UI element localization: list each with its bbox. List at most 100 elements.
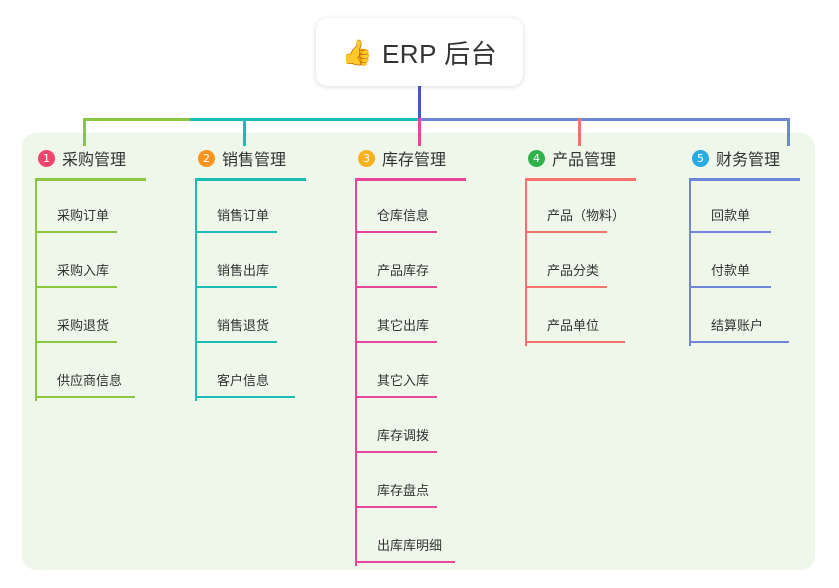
leaf-node-underline	[525, 286, 607, 288]
leaf-node[interactable]: 产品单位	[525, 291, 664, 346]
drop-line-col2	[243, 118, 246, 146]
branch-header-label: 销售管理	[222, 152, 287, 169]
leaf-node[interactable]: 产品（物料）	[525, 181, 664, 236]
leaf-node[interactable]: 采购订单	[35, 181, 174, 236]
leaf-node-underline	[355, 451, 437, 453]
leaf-node-label: 客户信息	[217, 373, 270, 388]
leaf-node-label: 产品库存	[377, 263, 430, 278]
leaf-node[interactable]: 采购退货	[35, 291, 174, 346]
leaf-node-underline	[355, 506, 437, 508]
branch-header-underline	[35, 178, 146, 181]
leaf-node-underline	[689, 286, 771, 288]
leaf-node[interactable]: 其它出库	[355, 291, 494, 346]
leaf-node[interactable]: 产品库存	[355, 236, 494, 291]
drop-line-col4	[578, 118, 581, 146]
leaf-node-label: 库存调拨	[377, 428, 430, 443]
leaf-node[interactable]: 出库库明细	[355, 511, 494, 566]
leaf-node-underline	[35, 231, 117, 233]
branch-header-财务管理[interactable]: 5 财务管理	[676, 146, 828, 170]
diagram-background-panel	[22, 133, 815, 570]
branch-header-underline	[689, 178, 800, 181]
leaf-node-underline	[195, 396, 295, 398]
leaf-node-label: 回款单	[711, 208, 751, 223]
branch-header-underline	[355, 178, 466, 181]
leaf-node-underline	[195, 341, 277, 343]
leaf-node[interactable]: 采购入库	[35, 236, 174, 291]
branch-item-list: 销售订单销售出库销售退货客户信息	[195, 181, 334, 401]
leaf-node-underline	[195, 231, 277, 233]
leaf-node-underline	[355, 396, 437, 398]
root-node-erp-backend[interactable]: 👍 ERP 后台	[316, 18, 523, 86]
leaf-node-underline	[355, 231, 437, 233]
leaf-node-label: 其它出库	[377, 318, 430, 333]
bus-segment-right	[419, 118, 789, 121]
branch-header-underline	[195, 178, 306, 181]
leaf-node-label: 付款单	[711, 263, 751, 278]
leaf-node[interactable]: 客户信息	[195, 346, 334, 401]
leaf-node-label: 销售退货	[217, 318, 270, 333]
leaf-node-label: 出库库明细	[377, 538, 443, 553]
leaf-node-label: 采购退货	[57, 318, 110, 333]
branch-spine	[35, 181, 37, 401]
leaf-node[interactable]: 其它入库	[355, 346, 494, 401]
leaf-node-underline	[355, 341, 437, 343]
branch-item-list: 仓库信息产品库存其它出库其它入库库存调拨库存盘点出库库明细	[355, 181, 494, 566]
leaf-node-underline	[35, 341, 117, 343]
branch-item-list: 采购订单采购入库采购退货供应商信息	[35, 181, 174, 401]
leaf-node-label: 产品分类	[547, 263, 600, 278]
leaf-node-label: 产品单位	[547, 318, 600, 333]
leaf-node-label: 结算账户	[711, 318, 764, 333]
branch-item-list: 回款单付款单结算账户	[689, 181, 828, 346]
drop-line-col5	[787, 118, 790, 146]
leaf-node-underline	[525, 231, 607, 233]
leaf-node-label: 销售出库	[217, 263, 270, 278]
trunk-line-vertical	[418, 86, 421, 121]
leaf-node-label: 其它入库	[377, 373, 430, 388]
leaf-node[interactable]: 销售订单	[195, 181, 334, 236]
branch-column-3: 3 库存管理仓库信息产品库存其它出库其它入库库存调拨库存盘点出库库明细	[342, 146, 494, 566]
branch-number-badge: 3	[358, 149, 375, 167]
branch-header-库存管理[interactable]: 3 库存管理	[342, 146, 494, 170]
leaf-node[interactable]: 付款单	[689, 236, 828, 291]
drop-line-col3	[418, 118, 421, 146]
branch-column-5: 5 财务管理回款单付款单结算账户	[676, 146, 828, 346]
leaf-node[interactable]: 仓库信息	[355, 181, 494, 236]
branch-number-badge: 4	[528, 149, 545, 167]
branch-header-label: 库存管理	[382, 152, 447, 169]
root-node-label: ERP 后台	[381, 38, 498, 69]
branch-item-list: 产品（物料） 产品分类产品单位	[525, 181, 664, 346]
leaf-node[interactable]: 库存调拨	[355, 401, 494, 456]
bus-segment-col1	[83, 118, 190, 121]
leaf-node[interactable]: 回款单	[689, 181, 828, 236]
leaf-node-underline	[525, 341, 625, 343]
branch-spine	[525, 181, 527, 346]
branch-number-badge: 1	[38, 149, 55, 167]
leaf-node-underline	[689, 341, 789, 343]
leaf-node[interactable]: 销售退货	[195, 291, 334, 346]
leaf-node[interactable]: 供应商信息	[35, 346, 174, 401]
leaf-node[interactable]: 产品分类	[525, 236, 664, 291]
branch-number-badge: 5	[692, 149, 709, 167]
bus-segment-col2	[190, 118, 419, 121]
leaf-node-label: 仓库信息	[377, 208, 430, 223]
drop-line-col1	[83, 118, 86, 146]
leaf-node-underline	[35, 396, 135, 398]
leaf-node[interactable]: 结算账户	[689, 291, 828, 346]
leaf-node[interactable]: 销售出库	[195, 236, 334, 291]
leaf-node-label: 供应商信息	[57, 373, 123, 388]
branch-header-underline	[525, 178, 636, 181]
branch-spine	[195, 181, 197, 401]
leaf-node[interactable]: 库存盘点	[355, 456, 494, 511]
branch-spine	[355, 181, 357, 566]
leaf-node-label: 采购入库	[57, 263, 110, 278]
branch-header-label: 财务管理	[716, 152, 781, 169]
thumbs-up-icon: 👍	[341, 37, 373, 67]
leaf-node-label: 采购订单	[57, 208, 110, 223]
leaf-node-underline	[355, 561, 455, 563]
